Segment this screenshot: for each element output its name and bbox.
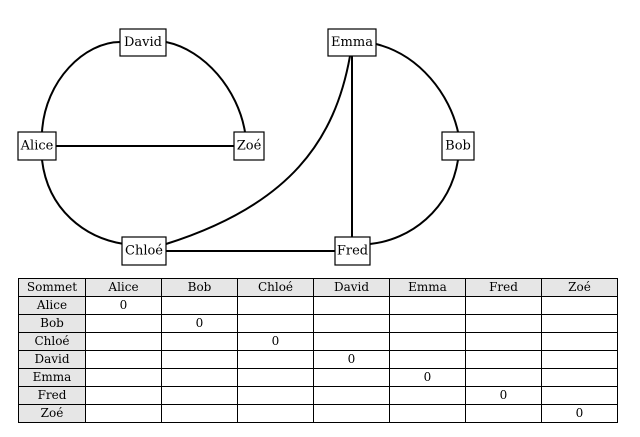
table-cell: 0: [313, 350, 390, 369]
column-header: David: [313, 278, 390, 297]
row-header: Zoé: [18, 404, 86, 423]
table-cell: [237, 350, 314, 369]
table-cell: [237, 314, 314, 333]
edge-alice-david: [41, 41, 121, 133]
edge-alice-chloe: [41, 159, 125, 245]
table-cell: [541, 350, 618, 369]
table-cell: [313, 314, 390, 333]
table-cell: [541, 314, 618, 333]
table-cell: [389, 350, 466, 369]
table-cell: [465, 314, 542, 333]
row-header: Emma: [18, 368, 86, 387]
table-cell: [85, 386, 162, 405]
column-header: Bob: [161, 278, 238, 297]
table-cell: 0: [237, 332, 314, 351]
edge-bob-fred: [369, 159, 459, 245]
table-row: Alice 0: [18, 296, 618, 315]
table-cell: [389, 314, 466, 333]
node-chloe-label: Chloé: [125, 244, 163, 259]
table-corner-header: Sommet: [18, 278, 86, 297]
row-header: Alice: [18, 296, 86, 315]
table-row: Bob 0: [18, 314, 618, 333]
table-cell: [161, 368, 238, 387]
table-cell: 0: [465, 386, 542, 405]
table-cell: [465, 404, 542, 423]
table-cell: [85, 404, 162, 423]
column-header: Zoé: [541, 278, 618, 297]
table-cell: [465, 332, 542, 351]
column-header: Emma: [389, 278, 466, 297]
table-cell: [237, 368, 314, 387]
table-cell: [389, 296, 466, 315]
row-header: Fred: [18, 386, 86, 405]
table-cell: 0: [85, 296, 162, 315]
table-row: David 0: [18, 350, 618, 369]
edge-david-zoe: [165, 41, 246, 133]
table-cell: 0: [389, 368, 466, 387]
table-cell: [541, 386, 618, 405]
node-zoe: Zoé: [233, 131, 265, 161]
table-row: Chloé 0: [18, 332, 618, 351]
table-cell: [389, 386, 466, 405]
table-cell: [161, 296, 238, 315]
table-row: Emma 0: [18, 368, 618, 387]
column-header: Alice: [85, 278, 162, 297]
table-cell: [465, 368, 542, 387]
table-cell: [313, 296, 390, 315]
table-cell: [313, 368, 390, 387]
table-cell: [237, 386, 314, 405]
table-cell: 0: [541, 404, 618, 423]
table-cell: [161, 404, 238, 423]
node-fred: Fred: [334, 236, 371, 266]
table-cell: [161, 332, 238, 351]
table-cell: [465, 350, 542, 369]
table-header-row: Sommet Alice Bob Chloé David Emma Fred Z…: [18, 278, 618, 297]
table-cell: [85, 332, 162, 351]
table-cell: [85, 350, 162, 369]
edge-chloe-emma: [165, 55, 351, 245]
node-chloe: Chloé: [121, 236, 167, 266]
node-emma-label: Emma: [331, 35, 373, 50]
node-emma: Emma: [327, 28, 377, 57]
row-header: David: [18, 350, 86, 369]
node-david: David: [119, 28, 167, 57]
table-cell: [313, 386, 390, 405]
distance-table: Sommet Alice Bob Chloé David Emma Fred Z…: [18, 278, 618, 423]
node-bob: Bob: [441, 131, 475, 161]
table-cell: 0: [161, 314, 238, 333]
row-header: Bob: [18, 314, 86, 333]
table-cell: [541, 368, 618, 387]
node-zoe-label: Zoé: [237, 139, 262, 154]
node-fred-label: Fred: [337, 244, 368, 259]
table-cell: [85, 368, 162, 387]
table-cell: [161, 350, 238, 369]
table-cell: [85, 314, 162, 333]
column-header: Fred: [465, 278, 542, 297]
node-bob-label: Bob: [445, 139, 471, 154]
table-cell: [541, 296, 618, 315]
node-alice-label: Alice: [20, 139, 54, 154]
table-cell: [313, 404, 390, 423]
table-cell: [465, 296, 542, 315]
table-cell: [389, 404, 466, 423]
node-david-label: David: [124, 35, 162, 50]
table-cell: [237, 296, 314, 315]
table-row: Zoé 0: [18, 404, 618, 423]
table-row: Fred 0: [18, 386, 618, 405]
node-alice: Alice: [17, 131, 57, 161]
table-cell: [541, 332, 618, 351]
table-cell: [161, 386, 238, 405]
table-cell: [389, 332, 466, 351]
edge-emma-bob: [375, 43, 459, 133]
row-header: Chloé: [18, 332, 86, 351]
table-cell: [237, 404, 314, 423]
table-cell: [313, 332, 390, 351]
graph-diagram: David Emma Alice Zoé Bob Chloé Fred: [17, 28, 475, 266]
column-header: Chloé: [237, 278, 314, 297]
